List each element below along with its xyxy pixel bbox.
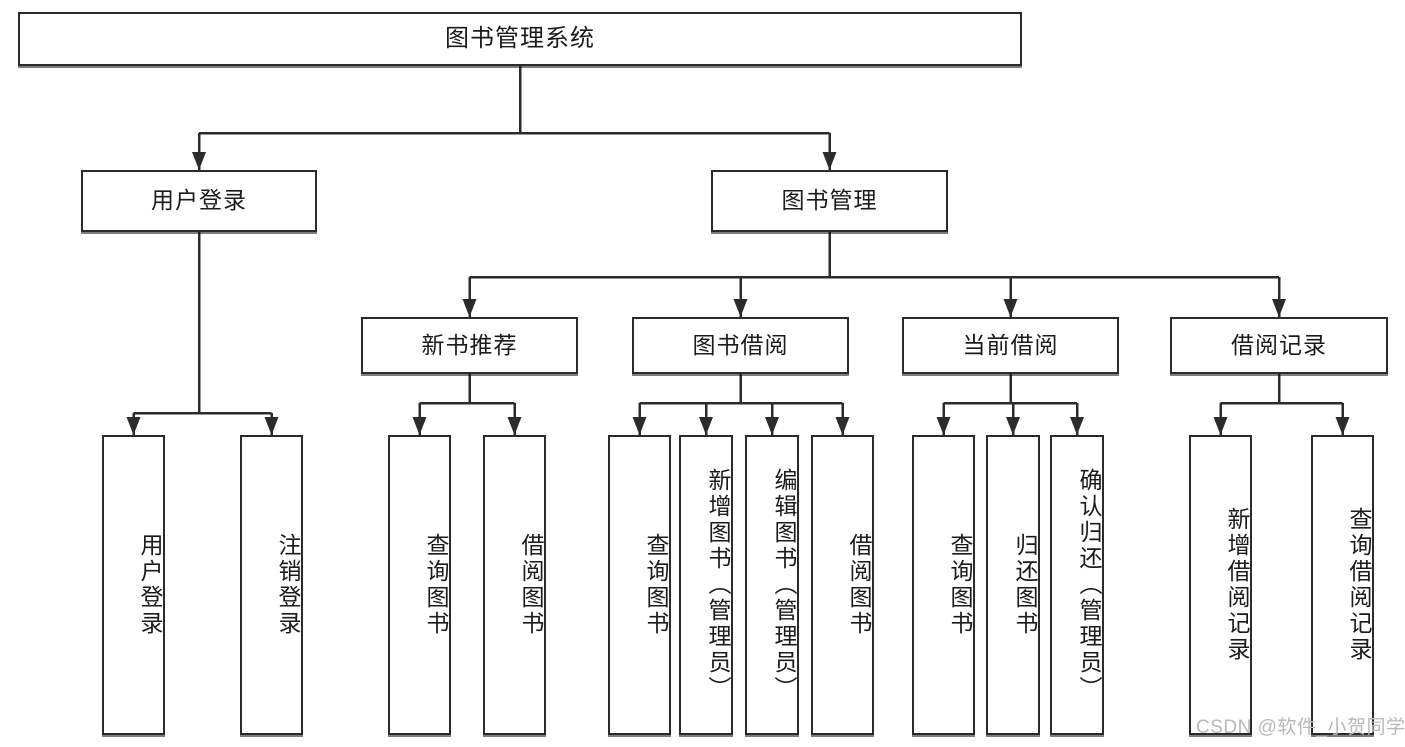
node-label: 图书管理系统 — [445, 24, 595, 52]
node-leaf-query-record[interactable]: 查询借阅记录 — [1311, 435, 1374, 735]
node-leaf-edit-book[interactable]: 编辑图书（管理员） — [745, 435, 799, 735]
node-label: 查询图书 — [423, 533, 449, 637]
node-label: 图书管理 — [781, 187, 878, 214]
node-label: 新书推荐 — [421, 331, 518, 358]
node-leaf-borrow-book-2[interactable]: 借阅图书 — [811, 435, 874, 735]
node-root[interactable]: 图书管理系统 — [18, 12, 1022, 66]
node-user-login[interactable]: 用户登录 — [81, 170, 317, 232]
node-label: 查询图书 — [643, 533, 669, 637]
node-book-borrow[interactable]: 图书借阅 — [632, 317, 849, 374]
node-leaf-logout[interactable]: 注销登录 — [240, 435, 303, 735]
node-label: 借阅图书 — [846, 533, 872, 637]
node-label: 编辑图书（管理员） — [771, 468, 797, 702]
node-new-book-recommend[interactable]: 新书推荐 — [361, 317, 578, 374]
node-label: 查询图书 — [947, 533, 973, 637]
node-leaf-user-login[interactable]: 用户登录 — [102, 435, 165, 735]
node-label: 用户登录 — [151, 187, 247, 214]
node-current-borrow[interactable]: 当前借阅 — [902, 317, 1119, 374]
node-leaf-borrow-book-1[interactable]: 借阅图书 — [483, 435, 546, 735]
node-label: 确认归还（管理员） — [1076, 468, 1102, 702]
node-leaf-add-book[interactable]: 新增图书（管理员） — [679, 435, 733, 735]
node-leaf-return-book[interactable]: 归还图书 — [986, 435, 1040, 735]
node-label: 借阅图书 — [518, 533, 544, 637]
node-label: 新增图书（管理员） — [705, 468, 731, 702]
node-label: 图书借阅 — [692, 331, 789, 358]
node-label: 归还图书 — [1012, 533, 1038, 637]
node-leaf-query-book-3[interactable]: 查询图书 — [912, 435, 975, 735]
node-leaf-add-record[interactable]: 新增借阅记录 — [1189, 435, 1252, 735]
node-label: 借阅记录 — [1231, 331, 1327, 358]
node-book-manage[interactable]: 图书管理 — [711, 170, 948, 232]
node-borrow-record[interactable]: 借阅记录 — [1170, 317, 1388, 374]
node-label: 当前借阅 — [962, 331, 1059, 358]
node-leaf-confirm-return[interactable]: 确认归还（管理员） — [1050, 435, 1104, 735]
node-leaf-query-book-1[interactable]: 查询图书 — [388, 435, 451, 735]
watermark: CSDN @软件_小贺同学 — [1196, 717, 1405, 738]
node-label: 注销登录 — [275, 533, 301, 637]
node-label: 查询借阅记录 — [1346, 507, 1372, 663]
node-label: 新增借阅记录 — [1224, 507, 1250, 663]
node-label: 用户登录 — [137, 533, 163, 637]
node-leaf-query-book-2[interactable]: 查询图书 — [608, 435, 671, 735]
